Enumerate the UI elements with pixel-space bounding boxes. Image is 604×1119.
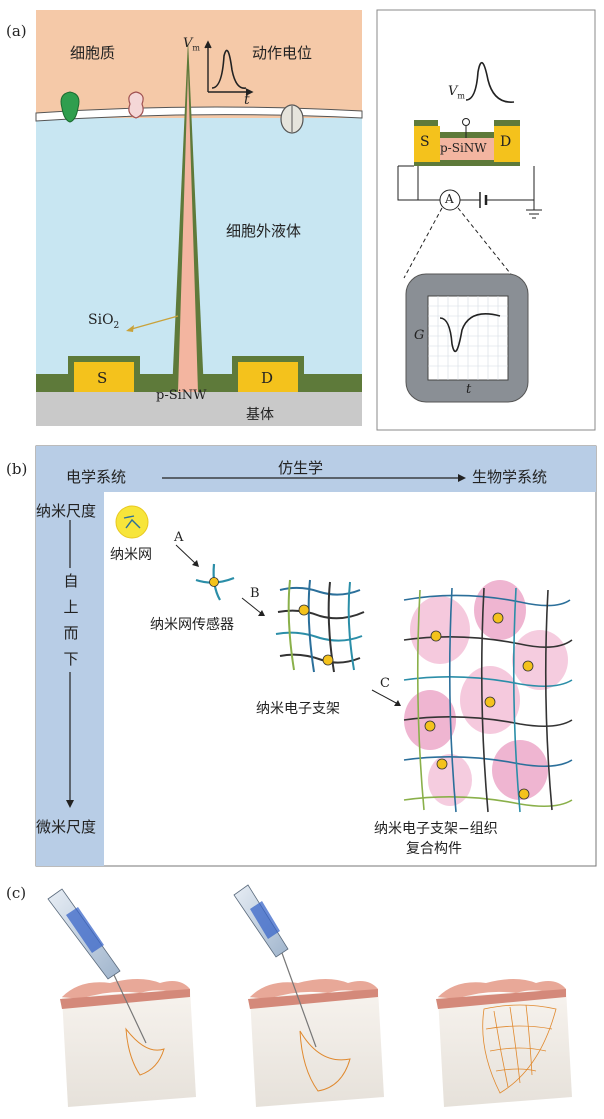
nanomesh-sensor-label: 纳米网传感器 (150, 614, 234, 634)
top-down-char-4: 下 (60, 646, 82, 672)
circuit-drain-label: D (500, 134, 511, 150)
circuit-vm-main: V (448, 84, 457, 99)
circuit-vm-symbol: Vm (448, 84, 465, 101)
step-b-label: B (250, 586, 260, 601)
conductance-axis-label: G (414, 328, 424, 343)
nanomesh-icon (116, 506, 148, 538)
meter-time-label: t (466, 382, 471, 397)
top-down-char-1: 自 (60, 568, 82, 594)
gate-terminal (463, 119, 470, 126)
composite-label-line1: 纳米电子支架−组织 (374, 818, 498, 838)
tissue-block-3 (436, 979, 572, 1107)
circuit-source-label: S (420, 134, 430, 150)
top-down-char-3: 而 (60, 620, 82, 646)
micro-scale-label: 微米尺度 (36, 816, 96, 837)
top-down-label: 自 上 而 下 (60, 568, 82, 672)
panel-c-injection-illustration (0, 879, 604, 1119)
electrical-system-label: 电学系统 (66, 466, 126, 487)
nanomesh-label: 纳米网 (110, 544, 152, 564)
step-c-label: C (380, 676, 390, 691)
bionics-label: 仿生学 (278, 457, 323, 478)
biological-system-label: 生物学系统 (472, 466, 547, 487)
circuit-nanowire-label: p-SiNW (440, 141, 487, 155)
nano-scaffold-label: 纳米电子支架 (256, 698, 340, 718)
ammeter-label: A (445, 192, 454, 206)
nano-scale-label: 纳米尺度 (36, 500, 96, 521)
composite-label-line2: 复合构件 (406, 838, 462, 858)
top-down-char-2: 上 (60, 594, 82, 620)
step-a-label: A (174, 530, 183, 545)
transistor-circuit-diagram (0, 0, 604, 440)
circuit-vm-sub: m (457, 92, 465, 101)
